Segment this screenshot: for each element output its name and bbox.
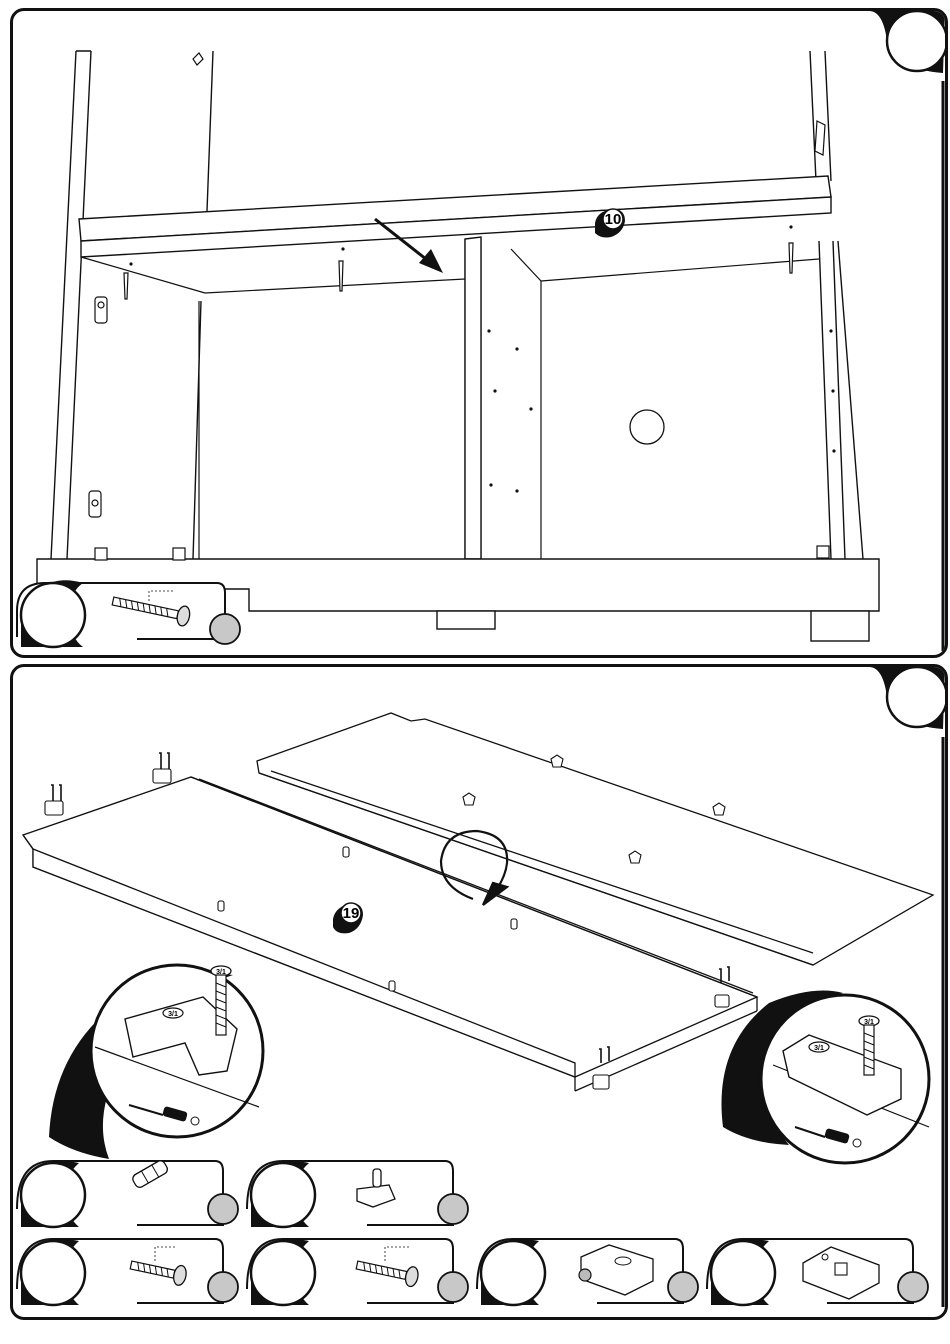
top-rail-board [79, 176, 831, 257]
quantity-circle [481, 1241, 545, 1305]
fitting-mark-left: 3/1 [168, 1011, 178, 1018]
hardware-callout-dowel [17, 1159, 238, 1227]
cam-lock-icon [95, 546, 829, 560]
cabinet-left-side-panel [51, 51, 213, 559]
quantity-circle [251, 1241, 315, 1305]
quantity-circle [711, 1241, 775, 1305]
quantity-circle [251, 1163, 315, 1227]
hardware-callout-screw-b [247, 1239, 468, 1305]
cabinet-interior [81, 239, 819, 559]
part-id-circle [208, 1272, 238, 1302]
step-2-illustration: 19 3/1 3/1 [13, 667, 945, 1317]
step-1-illustration: 10 [13, 11, 945, 655]
hardware-callout-screw-a [17, 1239, 238, 1305]
hardware-callout-connector-b [707, 1239, 928, 1305]
part-id-circle [438, 1272, 468, 1302]
part-id-circle [898, 1272, 928, 1302]
assembly-step-panel-2: 19 3/1 3/1 [10, 664, 948, 1320]
step-number-badge [869, 667, 945, 729]
cable-hole-icon [630, 410, 664, 444]
fitting-mark-right: 3/1 [814, 1045, 824, 1052]
detail-zoom-callout-left: 3/1 3/1 [49, 965, 263, 1159]
center-divider-panel [465, 237, 481, 559]
step-number-badge [869, 11, 945, 73]
quantity-circle [21, 583, 85, 647]
hardware-callout-connector-a [477, 1239, 698, 1305]
detail-zoom-callout-right: 3/1 3/1 [721, 991, 929, 1163]
hardware-callout-box [17, 580, 240, 647]
assembly-step-panel-1: 10 [10, 8, 948, 658]
part-id-circle [210, 614, 240, 644]
part-number-label: 19 [343, 905, 360, 922]
screw-icon [124, 243, 793, 299]
quantity-circle [21, 1163, 85, 1227]
quantity-circle [21, 1241, 85, 1305]
part-id-circle [668, 1272, 698, 1302]
hardware-callout-shelf-support [247, 1161, 468, 1227]
part-number-label: 10 [605, 211, 622, 228]
part-id-circle [208, 1194, 238, 1224]
part-id-circle [438, 1194, 468, 1224]
